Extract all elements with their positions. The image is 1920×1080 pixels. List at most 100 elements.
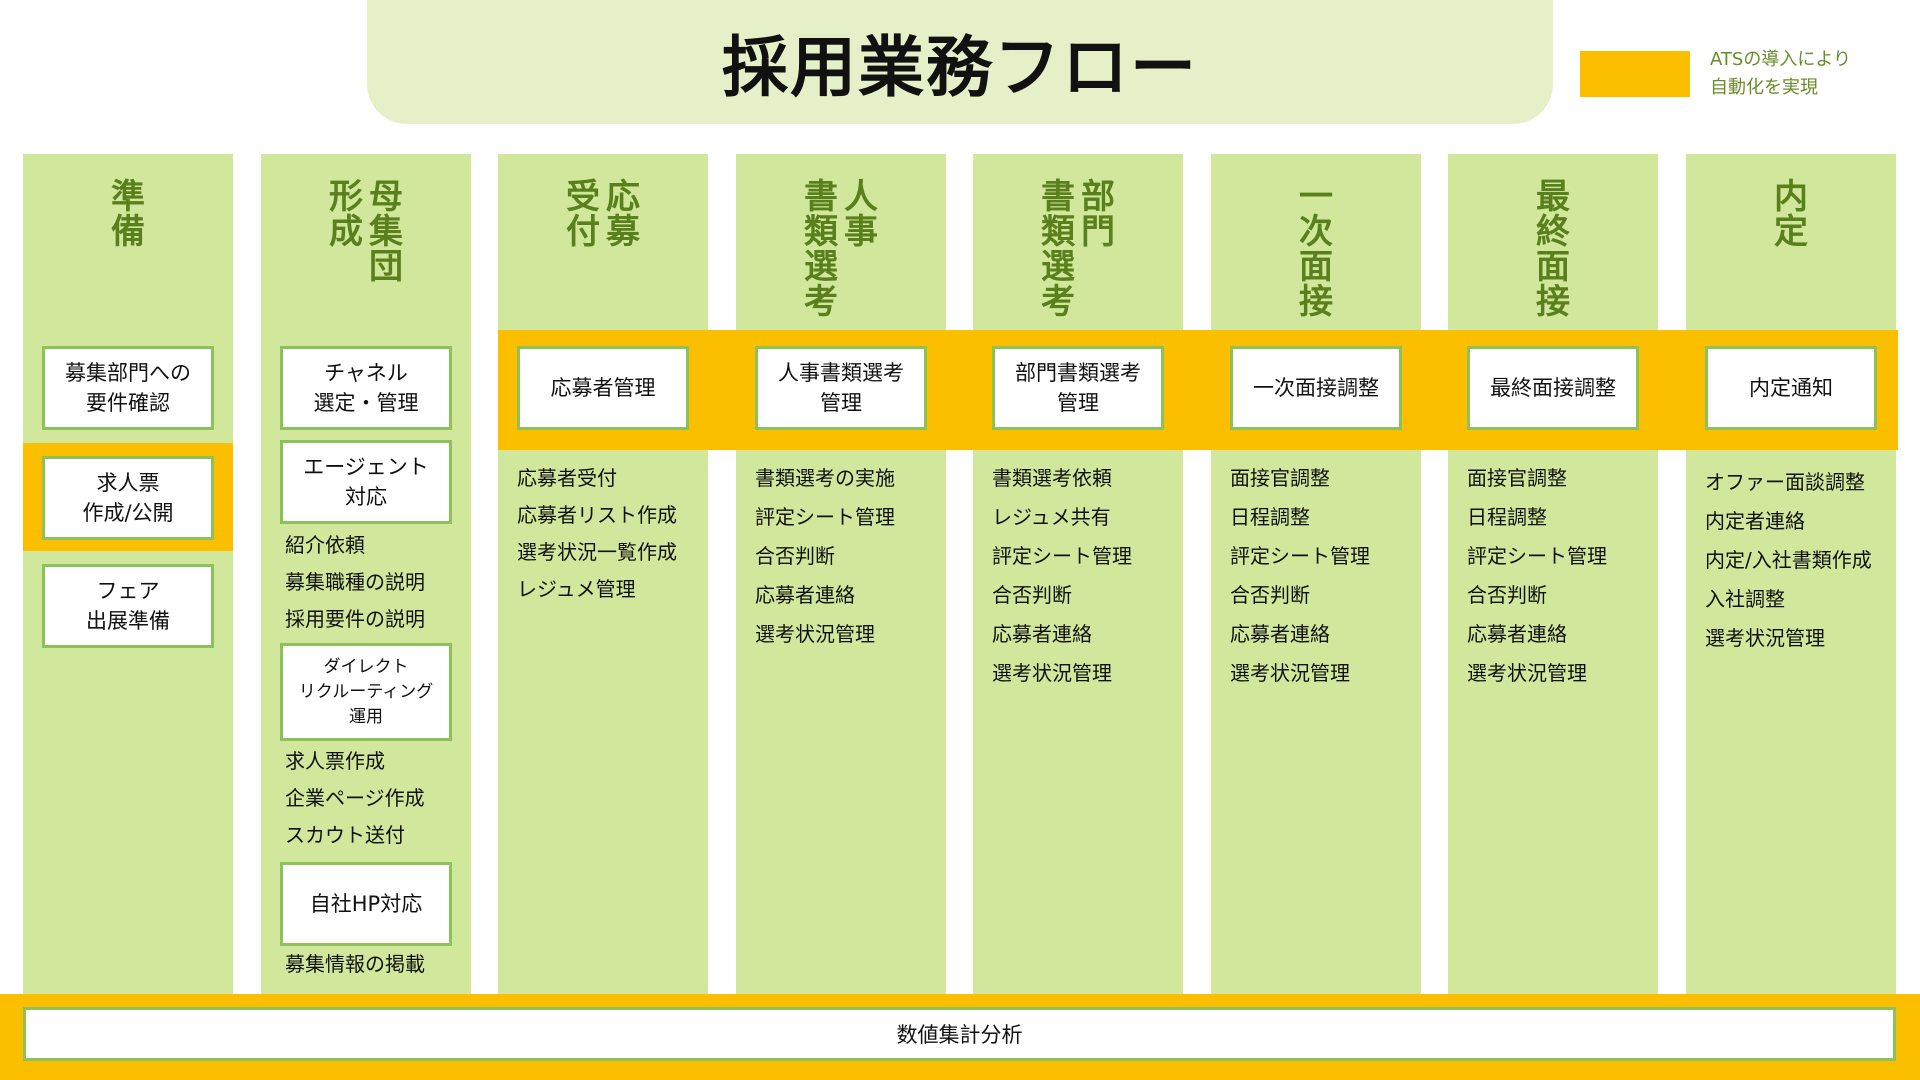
analytics-box: 数値集計分析 <box>23 1007 1896 1061</box>
list-item: 評定シート管理 <box>755 505 895 529</box>
header-char: 終 <box>1536 212 1570 252</box>
list-item: 面接官調整 <box>1230 466 1330 490</box>
list-item: 評定シート管理 <box>1467 544 1607 568</box>
column-sourcing <box>261 154 471 994</box>
column-final-interview <box>1448 154 1658 994</box>
header-char: 接 <box>1536 282 1570 322</box>
header-char: 母 <box>369 177 403 217</box>
header-char: 定 <box>1774 212 1808 252</box>
dept-screening-task-list: 書類選考依頼 レジュメ共有 評定シート管理 合否判断 応募者連絡 選考状況管理 <box>992 459 1132 693</box>
header-char: 選 <box>804 247 838 287</box>
legend: ATSの導入により 自動化を実現 <box>1580 46 1870 102</box>
list-item: 応募者連絡 <box>755 583 855 607</box>
column-header-line: 部門 <box>1081 180 1115 320</box>
final-interview-box: 最終面接調整 <box>1467 346 1639 430</box>
header-char: 一 <box>1299 177 1333 217</box>
list-item: 選考状況管理 <box>1230 661 1350 685</box>
column-offer <box>1686 154 1896 994</box>
column-header-line: 母集団 <box>369 180 403 285</box>
column-header-line: 準備 <box>111 180 145 250</box>
header-char: 次 <box>1299 212 1333 252</box>
header-char: 書 <box>1041 177 1075 217</box>
list-item: 評定シート管理 <box>1230 544 1370 568</box>
title-banner: 採用業務フロー <box>367 0 1553 124</box>
column-header-line: 一次面接 <box>1299 180 1333 320</box>
column-header-line: 人事 <box>844 180 878 320</box>
channel-management-box: チャネル 選定・管理 <box>280 346 452 430</box>
list-item: 内定者連絡 <box>1705 509 1805 533</box>
header-char: 書 <box>804 177 838 217</box>
list-item: 評定シート管理 <box>992 544 1132 568</box>
offer-task-list: オファー面談調整 内定者連絡 内定/入社書類作成 入社調整 選考状況管理 <box>1705 463 1872 658</box>
own-hp-box: 自社HP対応 <box>280 862 452 946</box>
list-item: 書類選考依頼 <box>992 466 1112 490</box>
first-interview-task-list: 面接官調整 日程調整 評定シート管理 合否判断 応募者連絡 選考状況管理 <box>1230 459 1370 693</box>
header-char: 募 <box>606 212 640 252</box>
column-header-line: 書類選考 <box>1041 180 1075 320</box>
column-header-line: 受付 <box>566 180 600 250</box>
list-item: 採用要件の説明 <box>285 607 425 631</box>
fair-prep-box: フェア 出展準備 <box>42 564 214 648</box>
header-char: 団 <box>369 247 403 287</box>
list-item: 日程調整 <box>1467 505 1547 529</box>
header-char: 内 <box>1774 177 1808 217</box>
column-hr-screening <box>736 154 946 994</box>
legend-label: ATSの導入により 自動化を実現 <box>1710 49 1851 98</box>
direct-task-list: 求人票作成 企業ページ作成 スカウト送付 <box>285 743 425 854</box>
header-char: 面 <box>1536 247 1570 287</box>
hr-screening-box: 人事書類選考 管理 <box>755 346 927 430</box>
list-item: 書類選考の実施 <box>755 466 895 490</box>
column-header: 内定 <box>1686 180 1896 250</box>
offer-notice-box: 内定通知 <box>1705 346 1877 430</box>
column-header: 最終面接 <box>1448 180 1658 320</box>
header-char: 門 <box>1081 212 1115 252</box>
header-char: 類 <box>804 212 838 252</box>
column-header: 部門書類選考 <box>973 180 1183 320</box>
list-item: 企業ページ作成 <box>285 786 425 810</box>
list-item: 面接官調整 <box>1467 466 1567 490</box>
list-item: 合否判断 <box>1467 583 1547 607</box>
header-char: 最 <box>1536 177 1570 217</box>
header-char: 考 <box>804 282 838 322</box>
list-item: 募集情報の掲載 <box>285 952 425 976</box>
list-item: 選考状況一覧作成 <box>517 540 677 564</box>
final-interview-task-list: 面接官調整 日程調整 評定シート管理 合否判断 応募者連絡 選考状況管理 <box>1467 459 1607 693</box>
header-char: 受 <box>566 177 600 217</box>
list-item: オファー面談調整 <box>1705 470 1865 494</box>
column-header: 母集団形成 <box>261 180 471 285</box>
requirement-check-box: 募集部門への 要件確認 <box>42 346 214 430</box>
list-item: 合否判断 <box>755 544 835 568</box>
header-char: 人 <box>844 177 878 217</box>
list-item: 応募者リスト作成 <box>517 503 677 527</box>
applicant-management-box: 応募者管理 <box>517 346 689 430</box>
list-item: 求人票作成 <box>285 749 385 773</box>
dept-screening-box: 部門書類選考 管理 <box>992 346 1164 430</box>
list-item: 募集職種の説明 <box>285 570 425 594</box>
header-char: 選 <box>1041 247 1075 287</box>
column-header-line: 書類選考 <box>804 180 838 320</box>
list-item: 選考状況管理 <box>992 661 1112 685</box>
column-header-line: 応募 <box>606 180 640 250</box>
column-header-line: 最終面接 <box>1536 180 1570 320</box>
column-header: 一次面接 <box>1211 180 1421 320</box>
legend-swatch <box>1580 51 1690 97</box>
header-char: 類 <box>1041 212 1075 252</box>
list-item: 応募者連絡 <box>1230 622 1330 646</box>
header-char: 集 <box>369 212 403 252</box>
list-item: 選考状況管理 <box>1705 626 1825 650</box>
list-item: 応募者受付 <box>517 466 617 490</box>
list-item: 入社調整 <box>1705 587 1785 611</box>
list-item: 応募者連絡 <box>1467 622 1567 646</box>
list-item: スカウト送付 <box>285 823 405 847</box>
direct-recruiting-box: ダイレクト リクルーティング 運用 <box>280 643 452 741</box>
page-title: 採用業務フロー <box>722 29 1198 106</box>
application-task-list: 応募者受付 応募者リスト作成 選考状況一覧作成 レジュメ管理 <box>517 460 677 608</box>
list-item: レジュメ管理 <box>517 577 636 601</box>
agent-box: エージェント 対応 <box>280 440 452 524</box>
list-item: 選考状況管理 <box>1467 661 1587 685</box>
column-header-line: 内定 <box>1774 180 1808 250</box>
column-header: 人事書類選考 <box>736 180 946 320</box>
ats-band <box>498 330 1898 450</box>
job-posting-box: 求人票 作成/公開 <box>42 456 214 540</box>
list-item: 選考状況管理 <box>755 622 875 646</box>
